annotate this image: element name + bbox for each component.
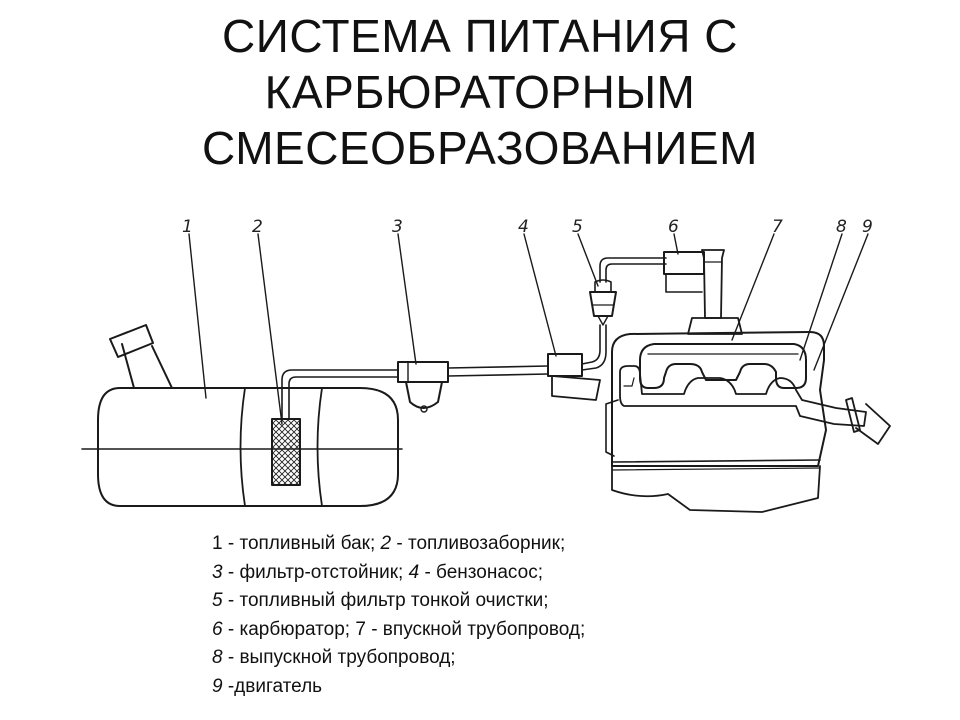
callout-7: 7 xyxy=(772,217,783,237)
legend: 1 - топливный бак; 2 - топливозаборник; … xyxy=(212,530,585,701)
title-line-1: СИСТЕМА ПИТАНИЯ С xyxy=(222,10,738,62)
fuel-tank xyxy=(81,324,403,507)
legend-line-5: 8 - выпускной трубопровод; xyxy=(212,647,456,668)
callout-4: 4 xyxy=(518,217,529,237)
fine-fuel-filter xyxy=(589,257,667,326)
legend-line-4: 6 - карбюратор; 7 - впускной трубопровод… xyxy=(212,618,586,640)
callout-labels: 1 2 3 4 5 6 7 8 9 xyxy=(182,217,873,237)
legend-line-6: 9 -двигатель xyxy=(212,675,323,697)
leader-lines xyxy=(188,233,869,425)
page-title: СИСТЕМА ПИТАНИЯ С КАРБЮРАТОРНЫМ СМЕСЕОБР… xyxy=(0,8,960,176)
title-line-2: КАРБЮРАТОРНЫМ xyxy=(264,66,696,118)
exhaust-manifold xyxy=(619,365,891,445)
callout-6: 6 xyxy=(668,217,679,237)
callout-1: 1 xyxy=(182,217,193,237)
callout-2: 2 xyxy=(252,217,263,237)
title-line-3: СМЕСЕОБРАЗОВАНИЕМ xyxy=(201,122,758,174)
intake-manifold xyxy=(639,343,807,389)
legend-line-2: 3 - фильтр-отстойник; 4 - бензонасос; xyxy=(212,561,543,583)
engine xyxy=(605,331,827,513)
fuel-pump xyxy=(547,324,607,401)
callout-5: 5 xyxy=(572,217,583,237)
sediment-filter xyxy=(397,361,549,413)
legend-line-3: 5 - топливный фильтр тонкой очистки; xyxy=(212,590,549,611)
legend-line-1: 1 - топливный бак; 2 - топливозаборник; xyxy=(212,533,566,554)
callout-9: 9 xyxy=(862,217,873,237)
fuel-pickup xyxy=(271,369,399,486)
carburetor xyxy=(663,249,743,335)
callout-3: 3 xyxy=(392,217,403,237)
callout-8: 8 xyxy=(836,217,847,237)
